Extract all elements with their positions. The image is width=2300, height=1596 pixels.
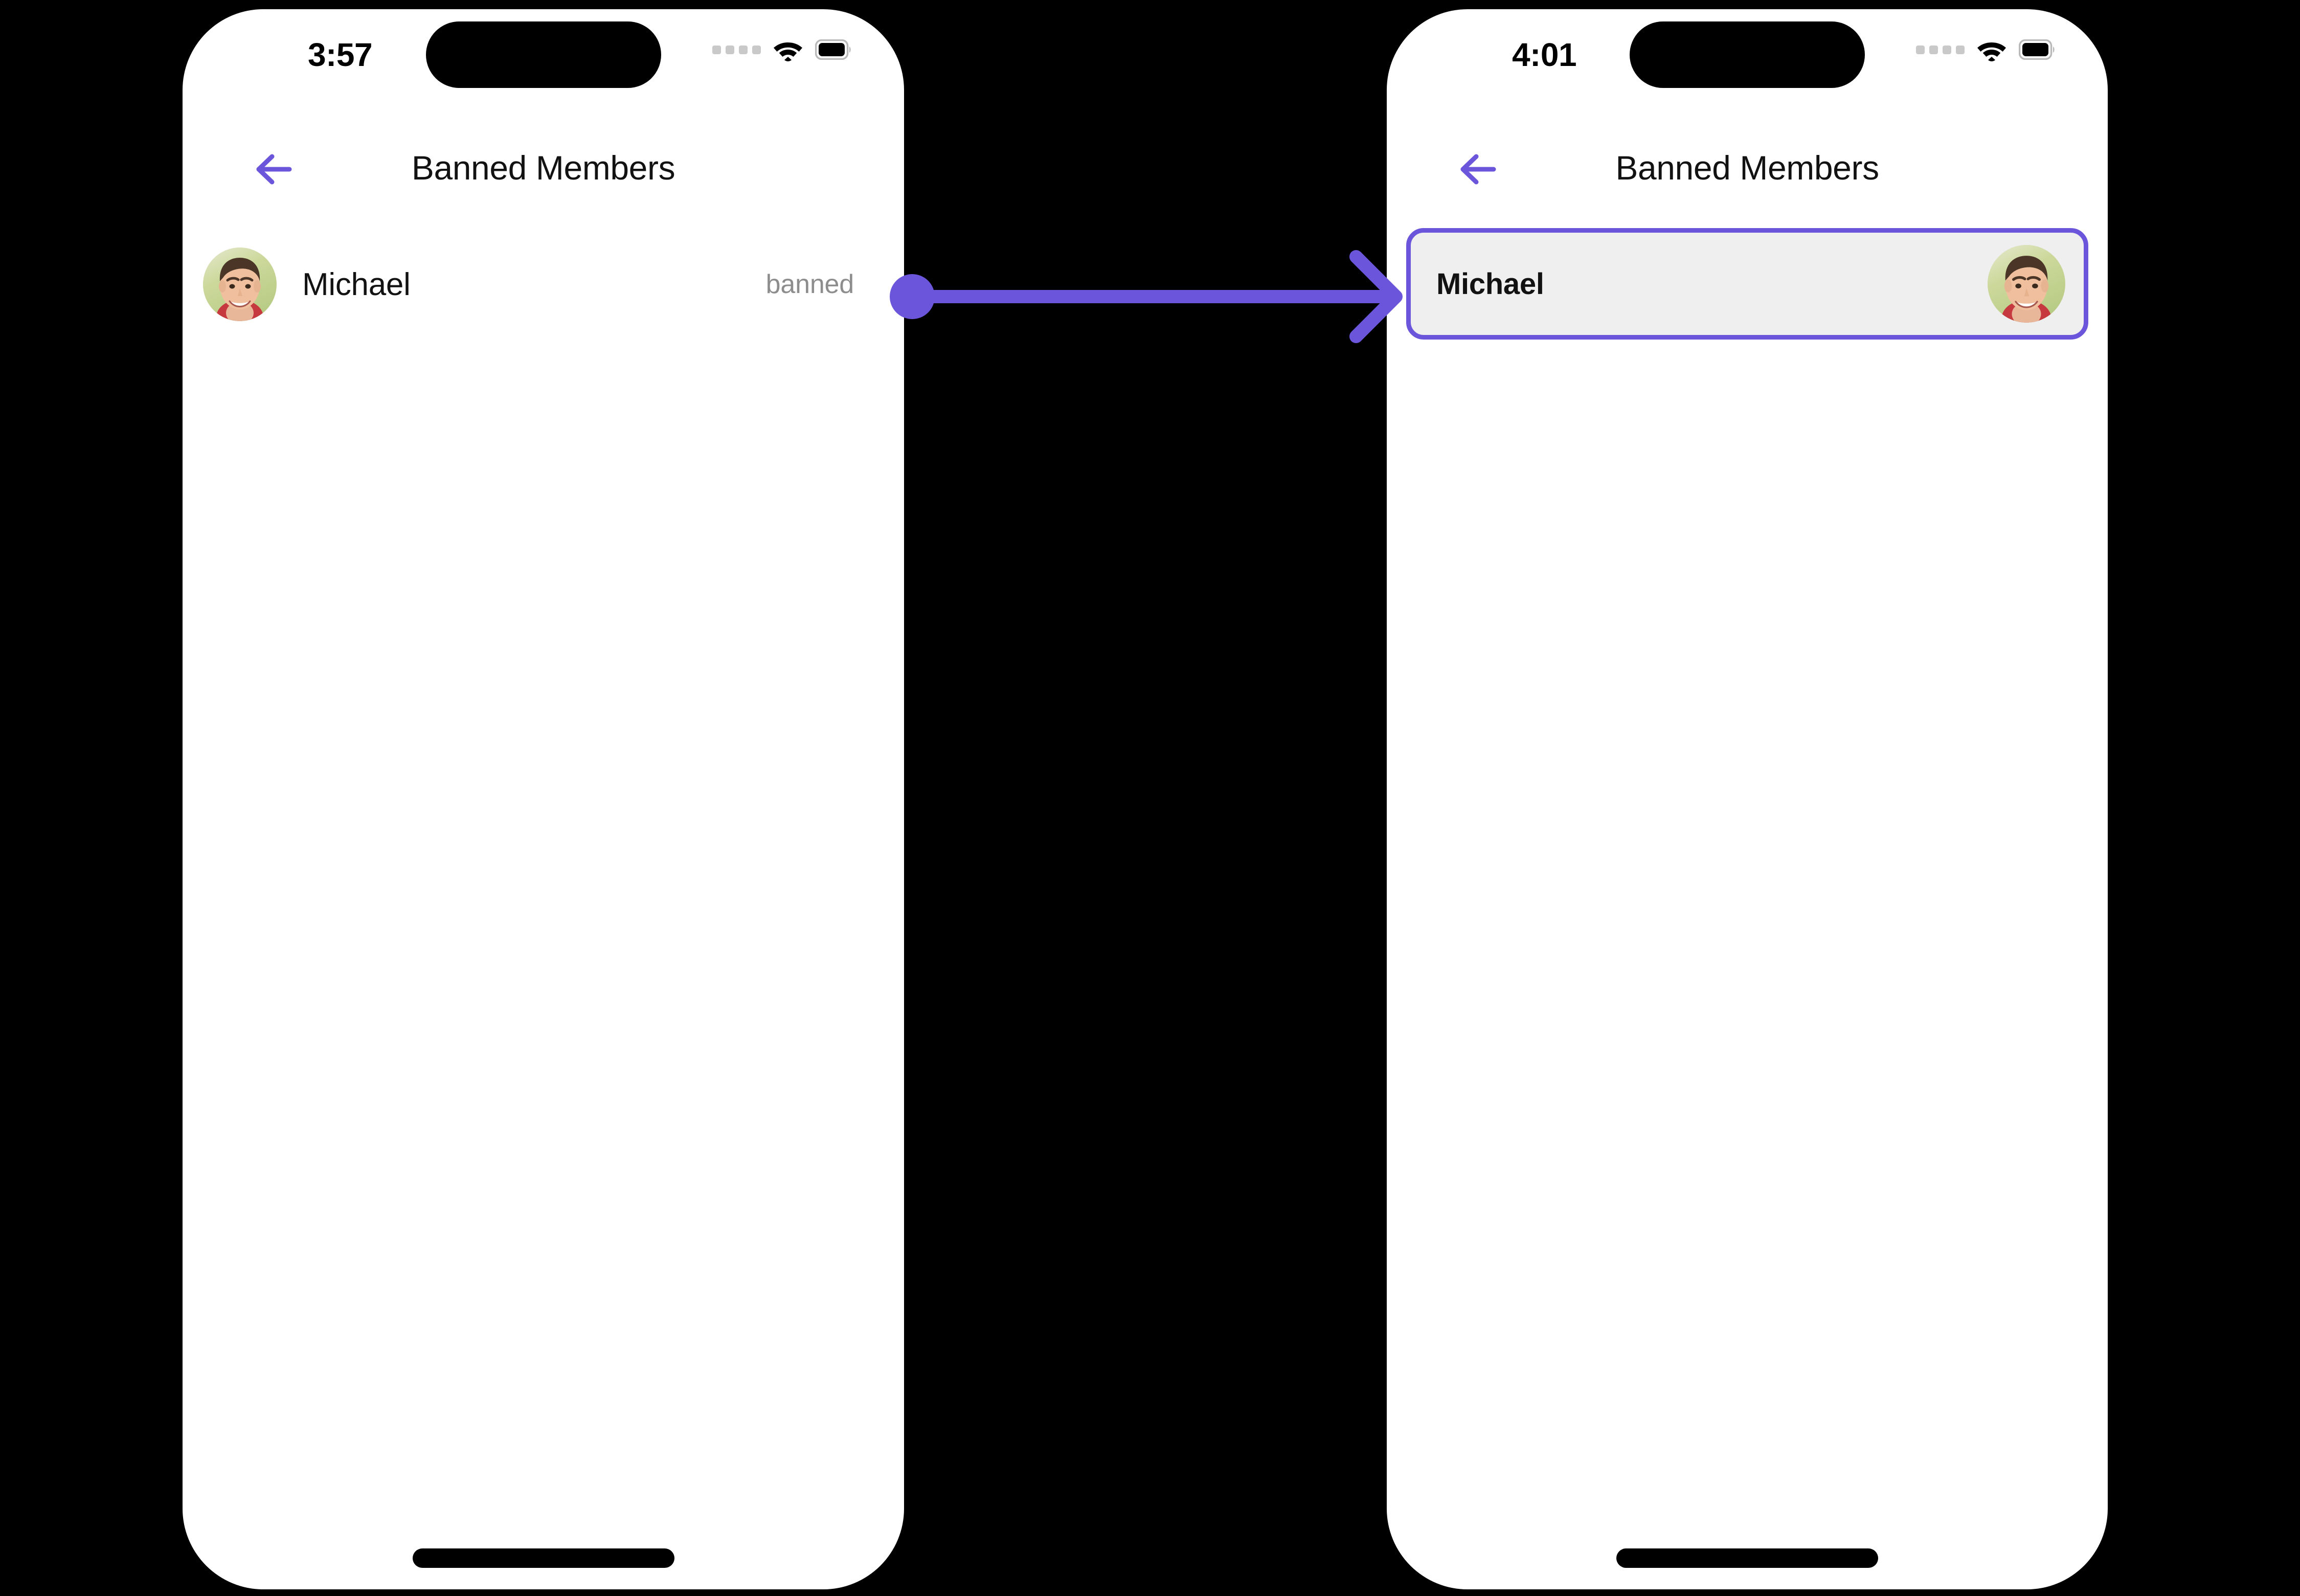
wifi-icon [1976,38,2008,61]
status-bar-time: 4:01 [1512,36,1577,73]
status-bar: 4:01 [1387,9,2108,104]
navigation-bar: Banned Members [183,138,904,205]
banned-member-row-highlighted[interactable]: Michael [1406,228,2088,340]
navigation-bar: Banned Members [1387,138,2108,205]
status-bar-time: 3:57 [307,36,373,73]
page-title: Banned Members [1615,149,1879,187]
phone-screen-before: 3:57 [183,9,904,1589]
banned-member-row[interactable]: Michael banned [183,238,904,330]
page-title: Banned Members [411,149,675,187]
dynamic-island [1630,21,1865,88]
battery-full-icon [815,39,852,60]
battery-full-icon [2019,39,2056,60]
cellular-dots-icon [712,45,761,54]
arrow-left-icon[interactable] [252,149,295,189]
user-avatar-photo [203,248,277,321]
home-indicator [412,1548,674,1568]
phone-screen-after: 4:01 [1387,9,2108,1589]
status-badge: banned [765,269,854,299]
member-name: Michael [302,266,411,302]
member-name: Michael [1436,267,1544,301]
status-bar-indicators [1916,38,2056,61]
dynamic-island [425,21,661,88]
status-bar: 3:57 [183,9,904,104]
user-avatar-photo [1988,245,2065,323]
arrow-left-icon[interactable] [1456,149,1499,189]
cellular-dots-icon [1916,45,1965,54]
wifi-icon [772,38,804,61]
status-bar-indicators [712,38,852,61]
home-indicator [1616,1548,1878,1568]
